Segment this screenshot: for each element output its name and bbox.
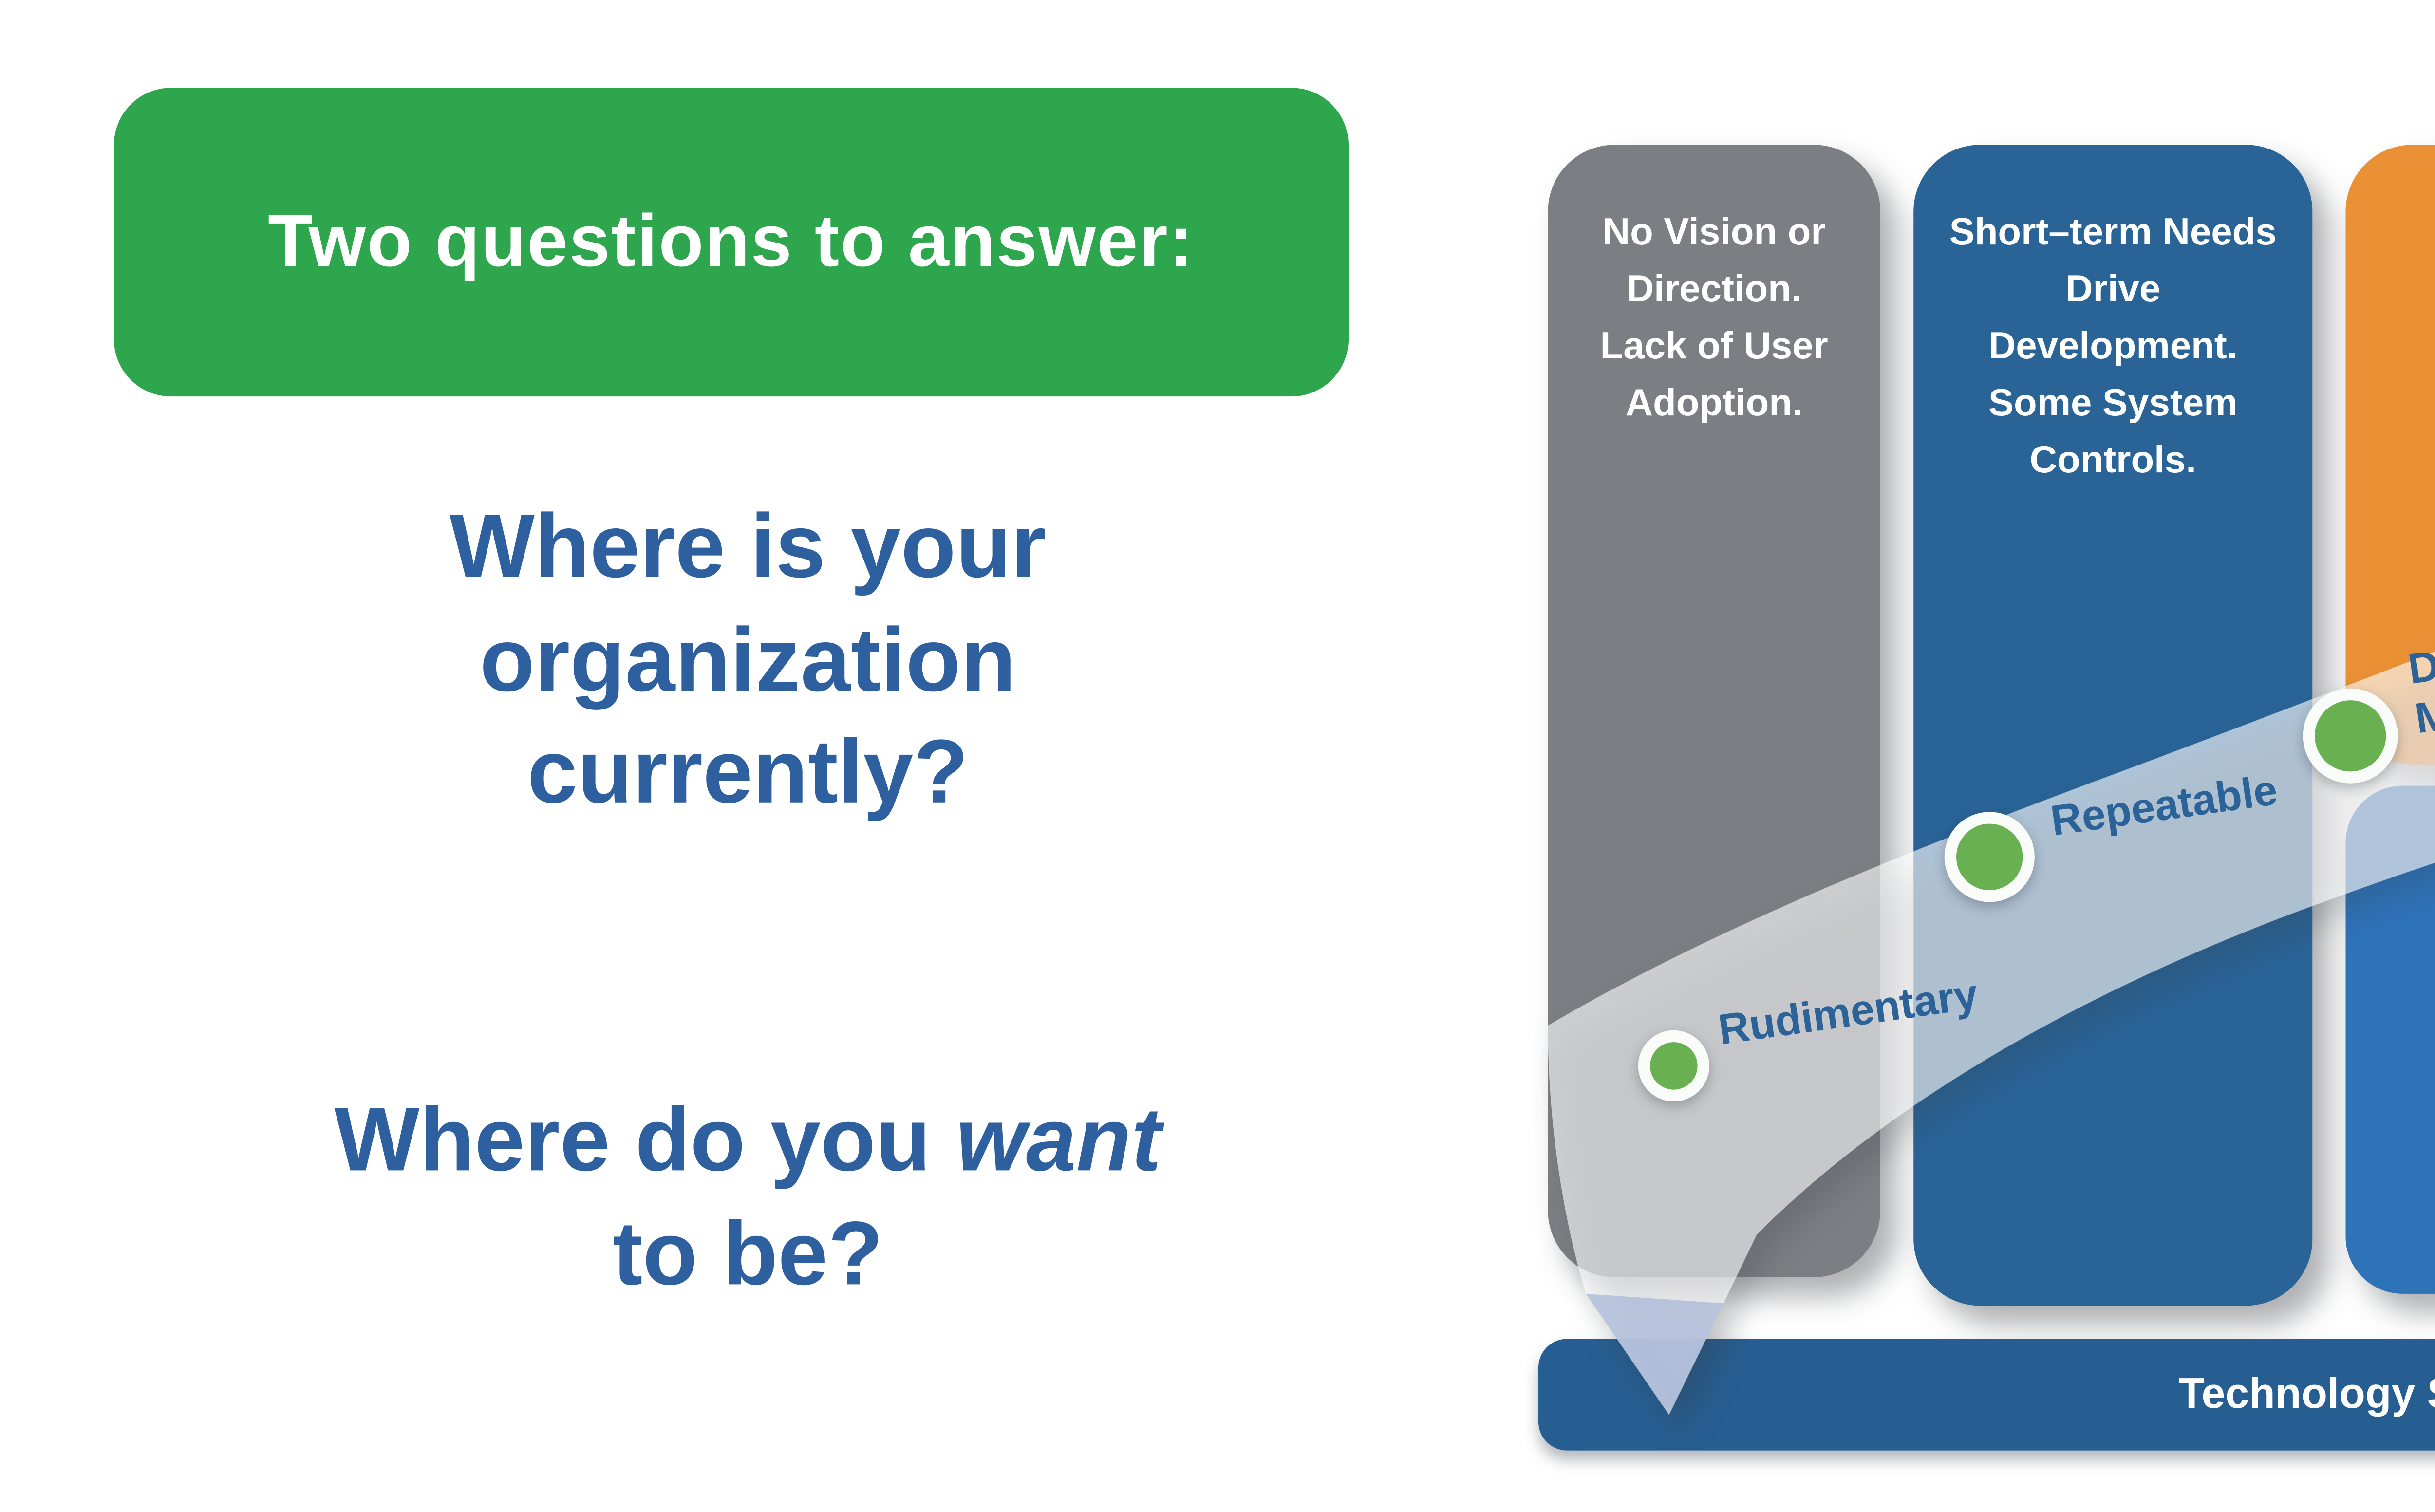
badge-label: Two questions to answer: — [268, 199, 1195, 283]
column-no-vision: No Vision or Direction. Lack of User Ado… — [1548, 145, 1880, 1277]
column-configuration-text: Configuration Aligns with Process — [2346, 145, 2435, 377]
milestone-dot-defined-measured — [2303, 688, 2398, 784]
column-short-term: Short–term Needs Drive Development. Some… — [1913, 145, 2313, 1306]
question-2-suffix: to be? — [612, 1205, 883, 1305]
question-current-state: Where is your organization currently? — [450, 498, 1047, 824]
data-quality-monitoring-text: Data Quality Monitoring — [2346, 786, 2435, 981]
question-2-emphasis: want — [955, 1092, 1161, 1192]
column-short-term-text: Short–term Needs Drive Development. Some… — [1949, 213, 2277, 482]
foundation-bar: Technology Strategy IT Governance — [1538, 1339, 2435, 1451]
milestone-dot-rudimentary — [1638, 1030, 1709, 1101]
data-quality-monitoring-box: Data Quality Monitoring — [2345, 785, 2435, 1294]
question-2-prefix: Where do you — [334, 1092, 956, 1192]
column-no-vision-text: No Vision or Direction. Lack of User Ado… — [1600, 213, 1828, 425]
technology-strategy-label: Technology Strategy — [2178, 1369, 2435, 1418]
two-questions-badge: Two questions to answer: — [114, 88, 1349, 397]
milestone-dot-repeatable — [1944, 812, 2035, 902]
question-target-state: Where do you want to be? — [309, 1087, 1187, 1313]
